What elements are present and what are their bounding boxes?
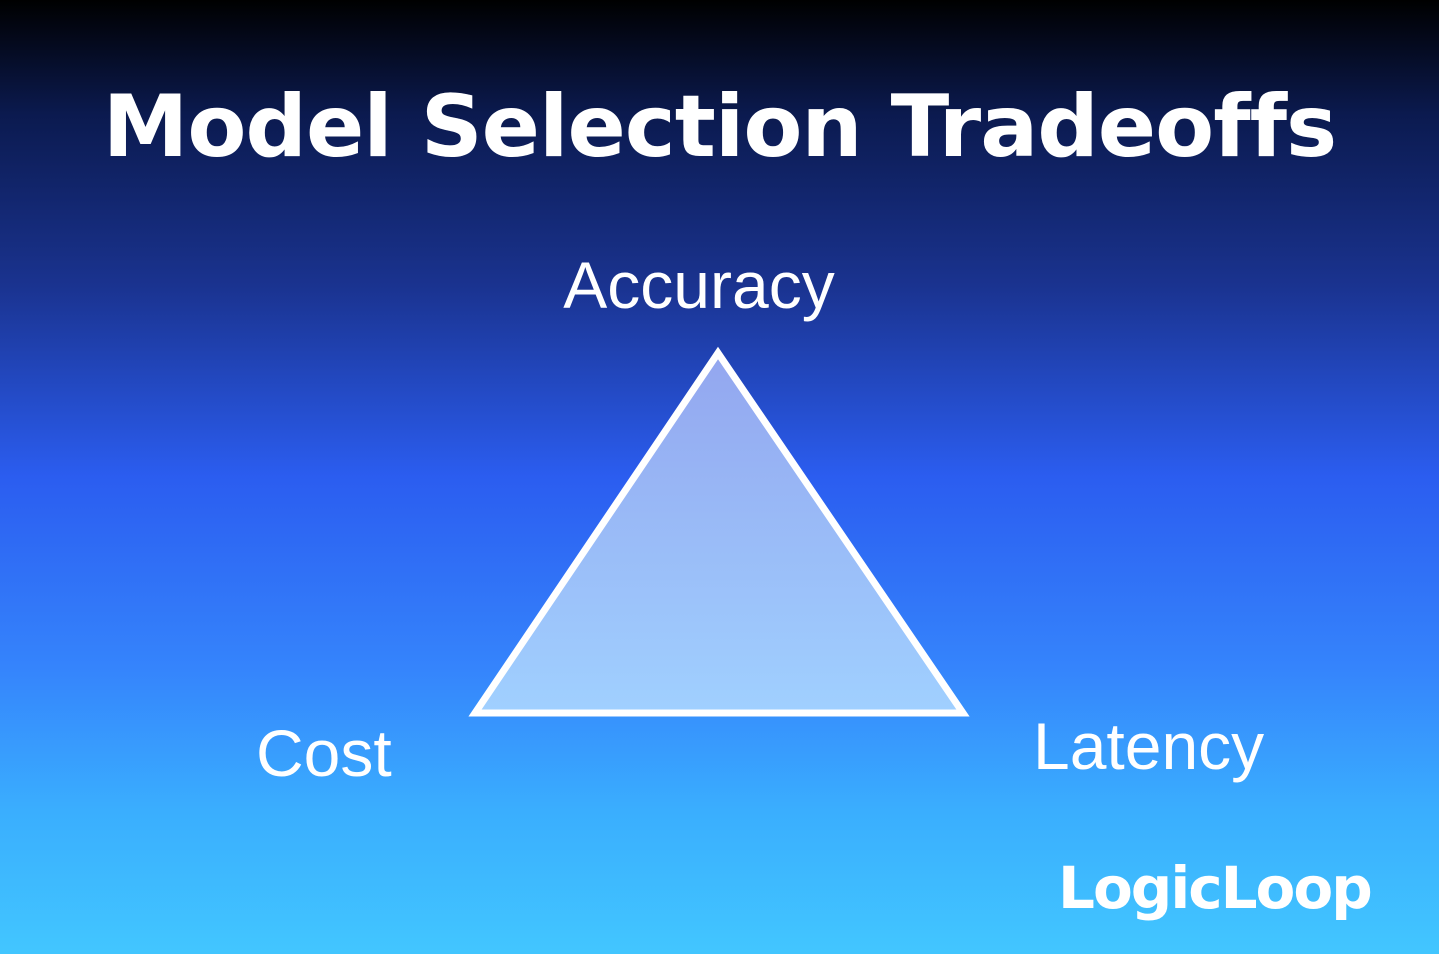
vertex-label-cost: Cost bbox=[256, 716, 392, 790]
vertex-label-accuracy: Accuracy bbox=[563, 248, 835, 322]
tradeoff-triangle bbox=[468, 346, 970, 717]
page-title: Model Selection Tradeoffs bbox=[102, 77, 1338, 177]
logicloop-logo: LogicLoop bbox=[1058, 854, 1373, 922]
vertex-label-latency: Latency bbox=[1033, 709, 1265, 783]
